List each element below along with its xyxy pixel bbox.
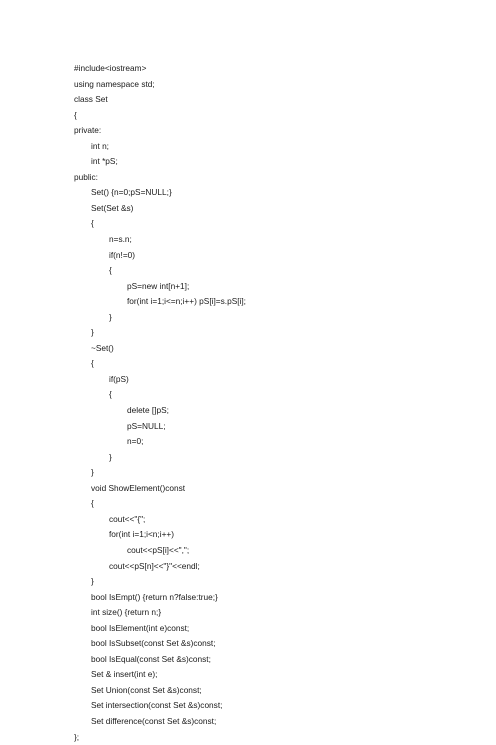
code-line: { xyxy=(74,109,77,120)
code-line: { xyxy=(91,218,94,229)
code-line: delete []pS; xyxy=(127,405,169,416)
code-line: cout<<"{"; xyxy=(109,513,146,524)
code-line: void ShowElement()const xyxy=(91,482,186,493)
document-page: #include<iostream> using namespace std; cl… xyxy=(74,63,246,742)
code-listing: #include<iostream> using namespace std; cl… xyxy=(74,61,246,745)
code-line: n=s.n; xyxy=(109,234,132,245)
code-line: { xyxy=(91,358,94,369)
code-line: using namespace std; xyxy=(74,78,155,89)
code-line: for(int i=1;i<n;i++) xyxy=(109,529,175,540)
code-line: cout<<pS[i]<<","; xyxy=(127,544,190,555)
code-line: } xyxy=(109,311,112,322)
code-line: class Set xyxy=(74,94,108,105)
code-line: int *pS; xyxy=(91,156,118,167)
code-line: n=0; xyxy=(127,436,144,447)
code-line: #include<iostream> xyxy=(74,63,147,73)
code-line: Set difference(const Set &s)const; xyxy=(91,715,217,726)
code-line: bool IsSubset(const Set &s)const; xyxy=(91,638,216,649)
code-line: Set & insert(int e); xyxy=(91,669,158,680)
code-line: Set() {n=0;pS=NULL;} xyxy=(91,187,172,198)
code-line: Set intersection(const Set &s)const; xyxy=(91,700,223,711)
code-line: Set(Set &s) xyxy=(91,202,134,213)
code-line: cout<<pS[n]<<"}"<<endl; xyxy=(109,560,200,571)
code-line: int size() {return n;} xyxy=(91,607,162,618)
code-line: for(int i=1;i<=n;i++) pS[i]=s.pS[i]; xyxy=(127,296,246,307)
code-line: ~Set() xyxy=(91,342,114,353)
code-line: } xyxy=(91,327,94,338)
code-line: if(pS) xyxy=(109,373,129,384)
code-line: pS=new int[n+1]; xyxy=(127,280,190,291)
code-line: } xyxy=(91,576,94,587)
code-line: Set Union(const Set &s)const; xyxy=(91,684,202,695)
code-line: bool IsElement(int e)const; xyxy=(91,622,190,633)
code-line: { xyxy=(109,265,112,276)
code-line: } xyxy=(109,451,112,462)
code-line: }; xyxy=(74,731,80,742)
code-line: pS=NULL; xyxy=(127,420,166,431)
code-line: if(n!=0) xyxy=(109,249,136,260)
code-line: bool IsEqual(const Set &s)const; xyxy=(91,653,211,664)
code-line: private: xyxy=(74,125,102,136)
code-line: } xyxy=(91,467,94,478)
code-line: int n; xyxy=(91,140,109,151)
code-line: { xyxy=(91,498,94,509)
code-line: bool IsEmpt() {return n?false:true;} xyxy=(91,591,218,602)
code-line: { xyxy=(109,389,112,400)
code-line: public: xyxy=(74,171,98,182)
